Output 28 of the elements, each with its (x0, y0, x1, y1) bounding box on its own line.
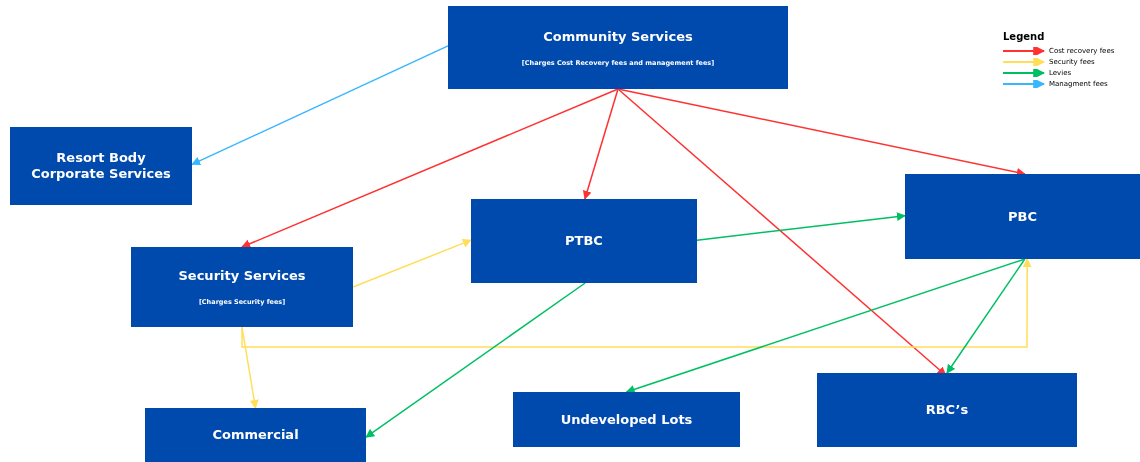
arrow (582, 88, 619, 200)
organisation-box (145, 408, 366, 462)
arrow (696, 212, 906, 241)
organisation-box (448, 6, 788, 89)
arrow (352, 238, 472, 288)
arrow (625, 258, 1026, 394)
arrow (365, 282, 586, 438)
organisation-box (131, 247, 353, 327)
box-title: PTBC (565, 233, 603, 249)
arrow (241, 88, 619, 248)
organisation-box (817, 373, 1077, 447)
box-title: Community Services (543, 28, 693, 45)
box-title: RBC’s (925, 402, 969, 418)
legend-title: Legend (1003, 31, 1046, 42)
box-title: Security Services (178, 268, 306, 284)
arrow (241, 258, 1032, 348)
organisation-box (513, 392, 740, 447)
arrow (191, 45, 449, 166)
organisation-box (10, 127, 192, 205)
organisation-box (905, 174, 1140, 259)
box-title: Resort Body Corporate Services (30, 150, 172, 182)
arrow (617, 88, 947, 376)
arrow (617, 88, 1026, 177)
organisation-box (471, 199, 697, 283)
arrow (946, 258, 1026, 374)
box-title: Undeveloped Lots (560, 411, 693, 428)
box-title: PBC (1008, 208, 1037, 225)
box-title: Commercial (212, 427, 299, 443)
